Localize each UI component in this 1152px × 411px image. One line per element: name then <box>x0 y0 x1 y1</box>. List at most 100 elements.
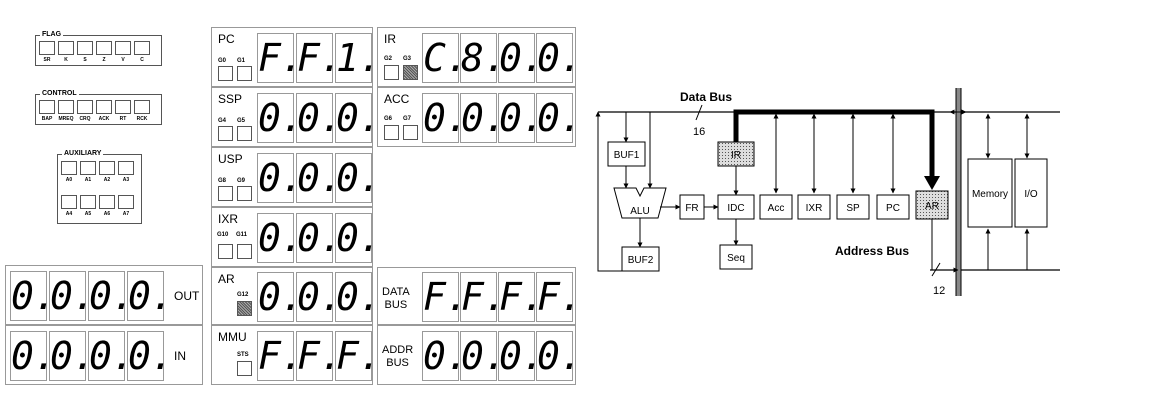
aux-label: A0 <box>65 177 73 183</box>
flag-v-indicator <box>115 41 131 55</box>
ssp-digit: 0. <box>257 93 304 143</box>
in-digit: 0. <box>88 331 135 381</box>
idc-label: IDC <box>727 203 744 214</box>
buf1-block <box>607 141 646 167</box>
control-label: RCK <box>136 116 148 122</box>
gate-g6-toggle[interactable] <box>384 125 399 140</box>
data-bus-digit: F. <box>460 272 507 322</box>
aux-a0-indicator <box>61 161 77 175</box>
data-bus-name: DATA BUS <box>382 286 410 311</box>
gate-label: G7 <box>403 116 412 122</box>
pc-digit: 1. <box>335 33 382 83</box>
seq-block <box>719 244 753 270</box>
data-bus-digit: F. <box>498 272 545 322</box>
flag-label: V <box>121 57 125 63</box>
aux-a2-indicator <box>99 161 115 175</box>
memory-label: Memory <box>972 189 1008 200</box>
data-bus-width: 16 <box>693 126 705 138</box>
fr-label: FR <box>685 203 698 214</box>
sp-block <box>836 194 870 220</box>
ar-block-label: AR <box>925 201 939 212</box>
ssp-register-name: SSP <box>218 92 243 106</box>
buf1-label: BUF1 <box>614 150 640 161</box>
ixr-block-label: IXR <box>806 203 823 214</box>
ixr-register-panel: IXR G10 G11 0. 0. 0. <box>211 207 382 267</box>
ixr-digit: 0. <box>335 213 382 263</box>
ixr-register-name: IXR <box>218 212 239 226</box>
ssp-digit: 0. <box>335 93 382 143</box>
addr-bus-name: ADDR BUS <box>382 344 414 369</box>
ixr-block <box>797 194 831 220</box>
aux-a7-indicator <box>118 195 134 209</box>
usp-digit: 0. <box>335 153 382 203</box>
gate-g9-toggle[interactable] <box>237 186 252 201</box>
mmu-digit: F. <box>296 331 343 381</box>
gate-label: G2 <box>384 56 393 62</box>
auxiliary-title: AUXILIARY <box>62 149 104 159</box>
flag-label: C <box>140 57 144 63</box>
control-mreq-indicator <box>58 100 74 114</box>
ar-digit: 0. <box>335 272 382 322</box>
aux-label: A7 <box>122 211 130 217</box>
out-label: OUT <box>174 289 200 303</box>
aux-label: A6 <box>103 211 111 217</box>
flag-z-indicator <box>96 41 112 55</box>
pc-digit: F. <box>296 33 343 83</box>
gate-label: G10 <box>217 232 229 238</box>
addr-bus-digit: 0. <box>536 331 583 381</box>
ir-digit: 8. <box>460 33 507 83</box>
acc-block-label: Acc <box>768 203 785 214</box>
gate-g4-toggle[interactable] <box>218 126 233 141</box>
io-block <box>1014 158 1048 228</box>
gate-label: G1 <box>237 58 246 64</box>
flag-c-indicator <box>134 41 150 55</box>
ssp-register-panel: SSP G4 G5 0. 0. 0. <box>211 87 382 147</box>
flag-label: K <box>64 57 68 63</box>
pc-block-label: PC <box>886 203 900 214</box>
flag-title: FLAG <box>40 30 64 40</box>
bus-divider <box>956 88 961 296</box>
in-label: IN <box>174 349 186 363</box>
pc-register-panel: PC G0 G1 F. F. 1. <box>211 27 382 87</box>
aux-label: A2 <box>103 177 111 183</box>
gate-g1-toggle[interactable] <box>237 66 252 81</box>
acc-digit: 0. <box>422 93 469 143</box>
ir-register-name: IR <box>384 32 396 46</box>
addr-bus-panel: ADDR BUS 0. 0. 0. 0. <box>377 325 583 385</box>
addr-bus-digit: 0. <box>460 331 507 381</box>
gate-g2-toggle[interactable] <box>384 65 399 80</box>
gate-g10-toggle[interactable] <box>218 244 233 259</box>
idc-block <box>717 194 755 220</box>
ir-digit: 0. <box>498 33 545 83</box>
control-ack-indicator <box>96 100 112 114</box>
gate-g5-toggle[interactable] <box>237 126 252 141</box>
gate-g7-toggle[interactable] <box>403 125 418 140</box>
gate-label: G6 <box>384 116 393 122</box>
gate-label: G12 <box>237 292 249 298</box>
pc-digit: F. <box>257 33 304 83</box>
address-bus-label: Address Bus <box>835 244 909 258</box>
addr-bus-digit: 0. <box>422 331 469 381</box>
active-data-path <box>733 109 935 183</box>
ixr-digit: 0. <box>296 213 343 263</box>
control-group: CONTROL BAP MREQ CRQ ACK RT RCK <box>35 89 162 125</box>
aux-a6-indicator <box>99 195 115 209</box>
fr-block <box>679 194 705 220</box>
gate-g0-toggle[interactable] <box>218 66 233 81</box>
memory-block <box>967 158 1013 228</box>
gate-g11-toggle[interactable] <box>237 244 252 259</box>
seq-label: Seq <box>727 253 745 264</box>
gate-label: G11 <box>236 232 248 238</box>
control-title: CONTROL <box>40 89 79 99</box>
buf2-label: BUF2 <box>628 255 654 266</box>
gate-label: G4 <box>218 118 227 124</box>
flag-sr-indicator <box>39 41 55 55</box>
flag-label: S <box>83 57 87 63</box>
out-digit: 0. <box>49 271 96 321</box>
sts-toggle[interactable] <box>237 361 252 376</box>
gate-g8-toggle[interactable] <box>218 186 233 201</box>
in-panel: 0. 0. 0. 0. IN <box>5 325 203 385</box>
gate-g3-toggle[interactable] <box>403 65 418 80</box>
gate-g12-toggle[interactable] <box>237 301 252 316</box>
acc-block <box>759 194 793 220</box>
